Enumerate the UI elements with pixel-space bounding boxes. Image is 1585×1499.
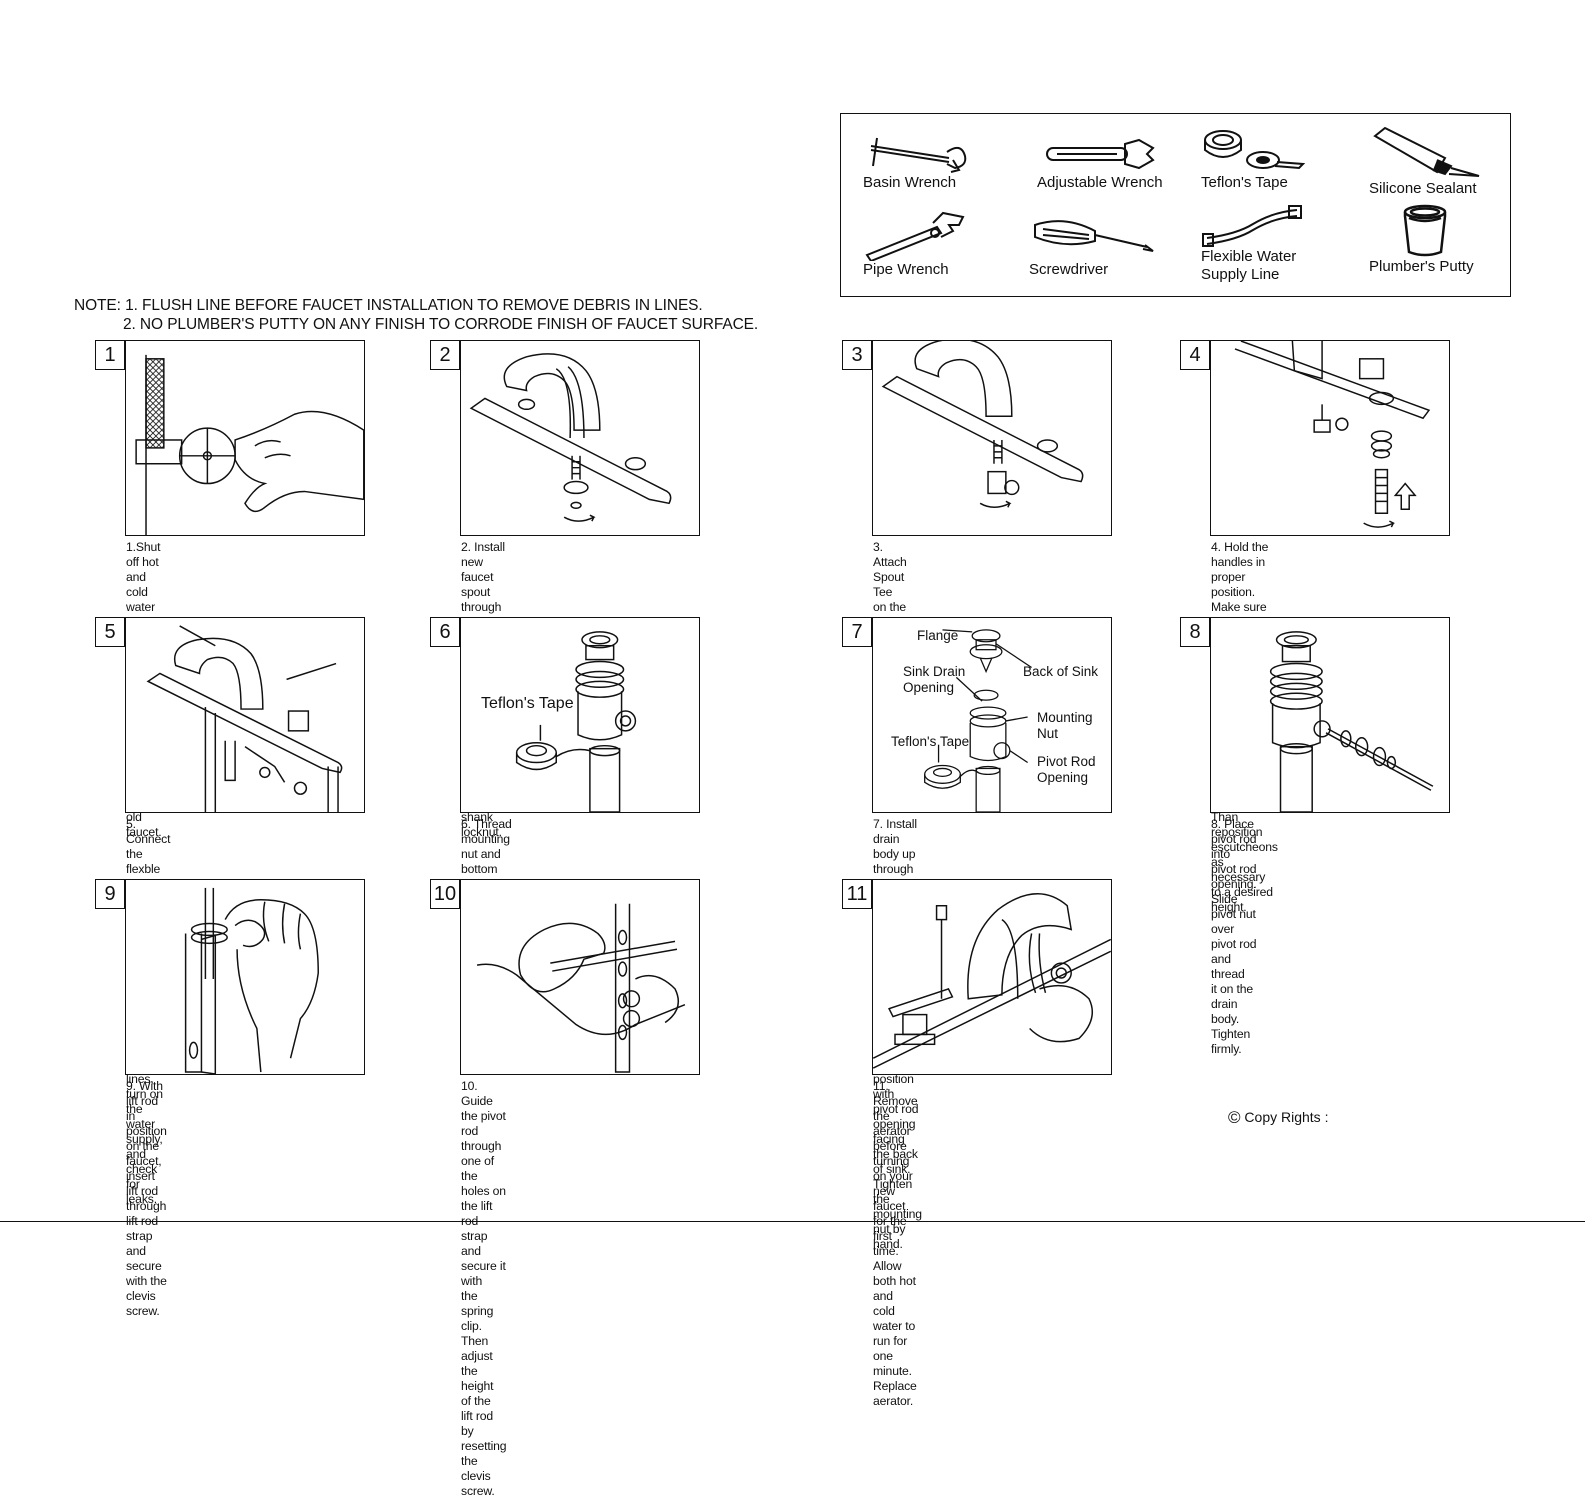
step-number: 10 xyxy=(430,879,460,909)
faucet-spout-install-illustration xyxy=(469,353,672,522)
step-illustration xyxy=(460,340,700,536)
tool-flexible-supply-line: Flexible Water Supply Line xyxy=(1201,202,1361,284)
step-illustration xyxy=(125,617,365,813)
tool-label: Basin Wrench xyxy=(863,174,957,191)
tool-label: Plumber's Putty xyxy=(1369,258,1474,275)
lift-rod-strap-illustration xyxy=(184,887,319,1074)
step-illustration xyxy=(460,879,700,1075)
step-illustration xyxy=(1210,340,1450,536)
step-number: 3 xyxy=(842,340,872,370)
drain-installation-illustration xyxy=(924,629,1032,812)
tool-label: Silicone Sealant xyxy=(1369,180,1477,197)
silicone-sealant-icon xyxy=(1373,126,1480,177)
step-number: 1 xyxy=(95,340,125,370)
step-illustration xyxy=(872,879,1112,1075)
pivot-rod-install-illustration xyxy=(1269,631,1434,812)
teflon-tape-callout: Teflon's Tape xyxy=(891,734,970,749)
note-line-2: 2. NO PLUMBER'S PUTTY ON ANY FINISH TO C… xyxy=(123,316,759,333)
screwdriver-icon xyxy=(1034,220,1154,252)
drain-body-tape-illustration xyxy=(515,631,637,812)
pivot-rod-clip-illustration xyxy=(476,903,686,1073)
handle-mounting-illustration xyxy=(1234,341,1431,528)
step-number: 2 xyxy=(430,340,460,370)
copyright-notice: © Copy Rights : xyxy=(1228,1108,1328,1128)
step-illustration xyxy=(125,340,365,536)
flexible-supply-line-icon xyxy=(1202,205,1302,247)
tool-teflon-tape: Teflon's Tape xyxy=(1201,124,1361,192)
step-illustration xyxy=(1210,617,1450,813)
step-instructions: 9. With lift rod in position on the fauc… xyxy=(126,1079,167,1318)
bottom-divider xyxy=(0,1221,1585,1222)
step-number: 9 xyxy=(95,879,125,909)
tool-adjustable-wrench: Adjustable Wrench xyxy=(1037,134,1197,192)
basin-wrench-icon xyxy=(870,137,967,173)
tool-plumbers-putty: Plumber's Putty xyxy=(1369,202,1529,276)
tool-label: Pipe Wrench xyxy=(863,261,949,278)
tool-pipe-wrench: Pipe Wrench xyxy=(863,211,1023,279)
tool-label: Teflon's Tape xyxy=(1201,174,1288,191)
back-of-sink-callout: Back of Sink xyxy=(1023,664,1099,679)
note-line-1: NOTE: 1. FLUSH LINE BEFORE FAUCET INSTAL… xyxy=(74,297,703,314)
spout-tee-illustration xyxy=(881,341,1084,509)
step-number: 11 xyxy=(842,879,872,909)
mounting-nut-callout: Mounting Nut xyxy=(1037,710,1093,741)
teflon-tape-icon xyxy=(1204,130,1306,170)
tools-legend: Basin Wrench Adjustable Wrench Teflon's … xyxy=(840,113,1511,297)
step-number: 7 xyxy=(842,617,872,647)
supply-line-connect-illustration xyxy=(146,625,343,812)
tool-label: Screwdriver xyxy=(1029,261,1109,278)
tool-screwdriver: Screwdriver xyxy=(1029,211,1189,279)
pipe-wrench-icon xyxy=(865,211,965,261)
step-instructions: 8. Place pivot rod into pivot rod openin… xyxy=(1211,817,1257,1056)
tool-basin-wrench: Basin Wrench xyxy=(863,134,1023,192)
step-number: 5 xyxy=(95,617,125,647)
step-instructions: 11. Remove the aerator before turning on… xyxy=(873,1079,918,1408)
tool-label: Adjustable Wrench xyxy=(1037,174,1163,191)
plumbers-putty-icon xyxy=(1403,204,1447,257)
step-illustration xyxy=(125,879,365,1075)
step-illustration: Flange Sink Drain Opening Back of Sink M… xyxy=(872,617,1112,813)
sink-drain-opening-callout: Sink Drain Opening xyxy=(903,664,966,695)
step-number: 8 xyxy=(1180,617,1210,647)
flange-callout: Flange xyxy=(917,628,959,643)
teflon-tape-callout: Teflon's Tape xyxy=(481,695,574,712)
copyright-text: Copy Rights : xyxy=(1244,1109,1329,1125)
tool-label: Flexible Water Supply Line xyxy=(1201,248,1297,283)
adjustable-wrench-icon xyxy=(1046,138,1155,170)
step-illustration: Teflon's Tape xyxy=(460,617,700,813)
pivot-rod-opening-callout: Pivot Rod Opening xyxy=(1037,754,1096,785)
step-illustration xyxy=(872,340,1112,536)
copyright-symbol: © xyxy=(1228,1108,1241,1127)
step-number: 4 xyxy=(1180,340,1210,370)
step-number: 6 xyxy=(430,617,460,647)
step-instructions: 10. Guide the pivot rod through one of t… xyxy=(461,1079,507,1498)
tool-silicone-sealant: Silicone Sealant xyxy=(1369,124,1529,198)
aerator-removal-illustration xyxy=(873,893,1111,1069)
shut-off-valve-illustration xyxy=(135,354,364,535)
